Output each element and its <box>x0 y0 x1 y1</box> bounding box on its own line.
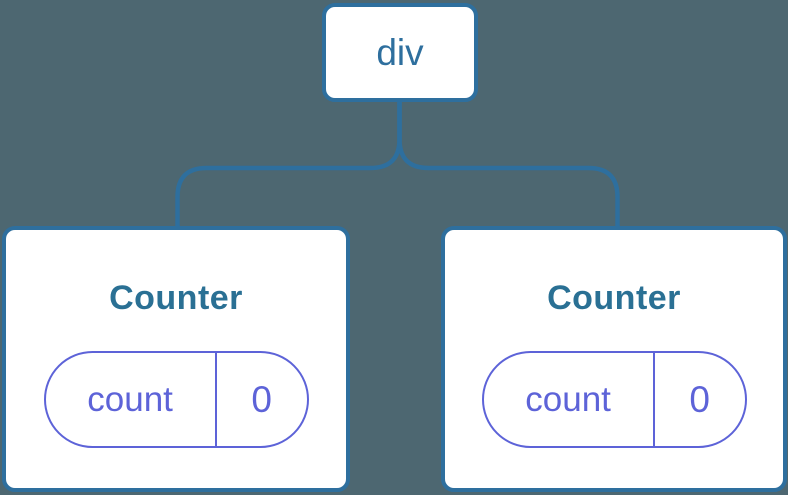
counter-title: Counter <box>109 279 243 317</box>
root-node-label: div <box>376 31 424 73</box>
counter-node-right: Counter count 0 <box>441 226 787 492</box>
state-pill: count 0 <box>481 351 747 448</box>
connector-root-to-right-child <box>397 100 620 228</box>
counter-title: Counter <box>547 279 681 317</box>
state-key-label: count <box>484 353 655 446</box>
counter-node-left: Counter count 0 <box>2 226 350 492</box>
state-key-label: count <box>46 353 217 446</box>
state-pill: count 0 <box>43 351 309 448</box>
root-node-div: div <box>322 3 478 102</box>
state-value: 0 <box>251 378 272 420</box>
state-value: 0 <box>689 378 710 420</box>
connector-root-to-left-child <box>175 100 402 228</box>
